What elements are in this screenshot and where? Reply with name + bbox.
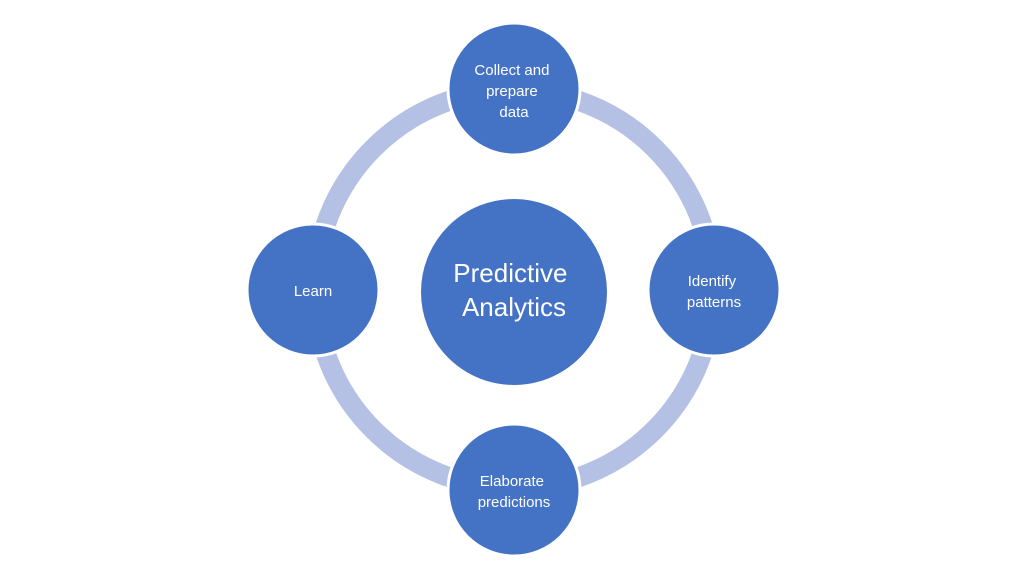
node-top-label-line-3: data (499, 104, 529, 121)
node-learn: Learn (245, 222, 381, 358)
node-top-label-line-2: prepare (486, 83, 538, 100)
node-bottom-label-line-1: Elaborate (480, 473, 544, 490)
node-identify-patterns: Identify patterns (646, 222, 782, 358)
node-learn-circle (245, 222, 381, 358)
center-node-label: Predictive Analytics (453, 258, 574, 322)
node-collect-and-prepare-data: Collect and prepare data (446, 21, 582, 157)
node-top-label-line-1: Collect and (474, 62, 549, 79)
node-bottom-label-line-2: predictions (478, 494, 551, 511)
node-identify-patterns-circle (646, 222, 782, 358)
node-elaborate-predictions-circle (446, 422, 582, 558)
node-left-label-line-1: Learn (294, 283, 332, 300)
node-identify-patterns-label: Identify patterns (687, 273, 741, 311)
center-node-circle (419, 197, 609, 387)
node-right-label-line-2: patterns (687, 294, 741, 311)
node-elaborate-predictions-label: Elaborate predictions (478, 473, 551, 511)
node-collect-and-prepare-data-label: Collect and prepare data (474, 62, 553, 121)
node-elaborate-predictions: Elaborate predictions (446, 422, 582, 558)
node-learn-label: Learn (294, 283, 332, 300)
center-node-label-line-2: Analytics (462, 292, 566, 322)
node-collect-and-prepare-data-circle (446, 21, 582, 157)
node-right-label-line-1: Identify (688, 273, 737, 290)
center-node: Predictive Analytics (419, 197, 609, 387)
center-node-label-line-1: Predictive (453, 258, 567, 288)
